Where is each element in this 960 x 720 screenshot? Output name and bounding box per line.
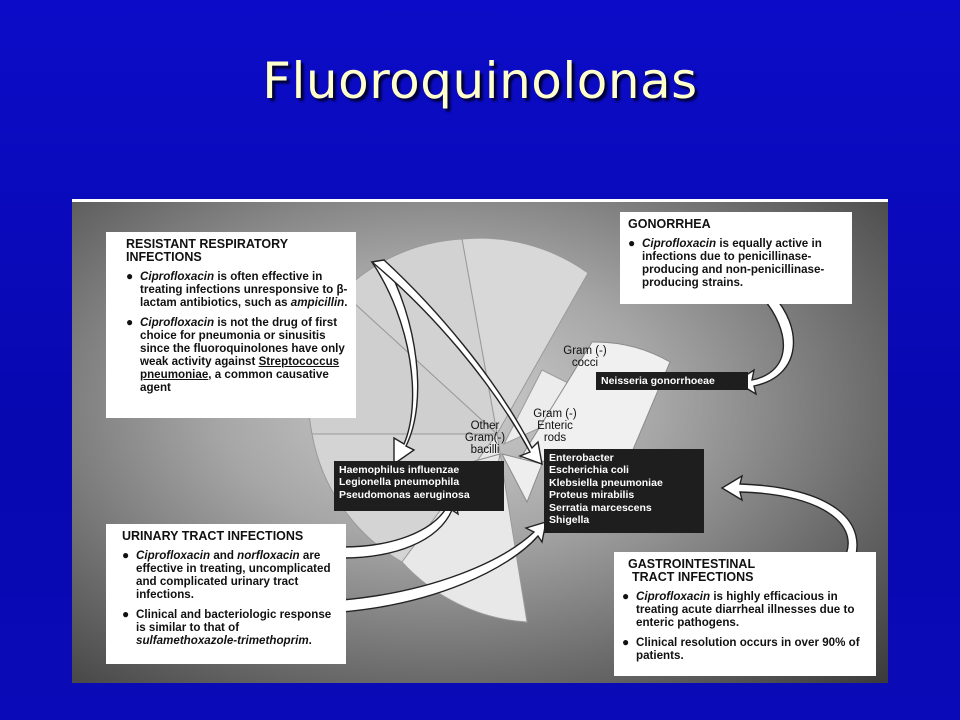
- respiratory-bullet-1: ● Ciprofloxacin is often effective in tr…: [126, 269, 348, 310]
- pie-label-line: Gram (-): [563, 345, 607, 357]
- gastro-heading-line1: GASTROINTESTINAL: [628, 557, 756, 571]
- pie-label-gram-neg-enteric: Gram (-) Enteric rods: [520, 408, 590, 444]
- bullet-text: Clinical resolution occurs in over 90% o…: [636, 636, 860, 662]
- pie-label-line: Gram(-): [464, 432, 506, 444]
- respiratory-bullet-2: ● Ciprofloxacin is not the drug of first…: [126, 315, 348, 395]
- drug-name: norfloxacin: [237, 549, 300, 562]
- respiratory-heading-line2: INFECTIONS: [126, 250, 202, 264]
- bullet-text: is equally active in infections due to p…: [642, 237, 825, 289]
- gastro-bullet-2: ● Clinical resolution occurs in over 90%…: [622, 635, 868, 663]
- gastro-heading: GASTROINTESTINAL TRACT INFECTIONS: [622, 558, 868, 584]
- bullet-icon: ●: [126, 315, 134, 329]
- drug-name: Ciprofloxacin: [642, 237, 717, 250]
- gonorrhea-bullet-1: ● Ciprofloxacin is equally active in inf…: [628, 236, 844, 290]
- pie-label-line: rods: [543, 432, 567, 444]
- organism-name: Streptococcus pneumoniae: [140, 355, 340, 381]
- bullet-text: and: [210, 549, 238, 562]
- slide-title: Fluoroquinolonas: [262, 52, 698, 110]
- gastro-heading-line2: TRACT INFECTIONS: [632, 570, 754, 584]
- pie-label-line: Gram (-): [533, 408, 577, 420]
- bullet-text: , a common causative agent: [140, 368, 329, 394]
- drug-name: Ciprofloxacin: [136, 549, 211, 562]
- urinary-tract-panel: URINARY TRACT INFECTIONS ● Ciprofloxacin…: [106, 524, 346, 664]
- drug-name: sulfamethoxazole-trimethoprim: [136, 634, 309, 647]
- pie-label-line: cocci: [571, 357, 599, 369]
- organism-name: Legionella pneumophila: [339, 476, 460, 489]
- diagram-figure: RESISTANT RESPIRATORY INFECTIONS ● Cipro…: [72, 199, 888, 683]
- urinary-heading: URINARY TRACT INFECTIONS: [122, 529, 304, 543]
- organism-name: Serratia marcescens: [549, 501, 652, 514]
- neisseria-box: Neisseria gonorrhoeae: [596, 372, 748, 391]
- bullet-icon: ●: [628, 236, 636, 250]
- bullet-text: is highly efficacious in treating acute …: [636, 590, 855, 629]
- organism-name: Pseudomonas aeruginosa: [339, 488, 470, 501]
- pie-label-other-gram-neg: Other Gram(-) bacilli: [450, 420, 520, 456]
- respiratory-infections-panel: RESISTANT RESPIRATORY INFECTIONS ● Cipro…: [106, 232, 356, 418]
- gram-neg-bacilli-box: Haemophilus influenzae Legionella pneumo…: [334, 461, 504, 511]
- bullet-text: Clinical and bacteriologic response is s…: [136, 608, 332, 634]
- organism-name: Escherichia coli: [549, 464, 629, 477]
- enteric-organisms-box: Enterobacter Escherichia coli Klebsiella…: [544, 449, 704, 533]
- bullet-text: is not the drug of first choice for pneu…: [140, 316, 345, 368]
- organism-name: Shigella: [549, 514, 590, 527]
- pie-label-gram-neg-cocci: Gram (-) cocci: [550, 345, 620, 369]
- drug-name: Ciprofloxacin: [636, 590, 711, 603]
- gastro-bullet-1: ● Ciprofloxacin is highly efficacious in…: [622, 589, 868, 630]
- bullet-icon: ●: [126, 269, 134, 283]
- gastrointestinal-panel: GASTROINTESTINAL TRACT INFECTIONS ● Cipr…: [614, 552, 876, 676]
- drug-name: Ciprofloxacin: [140, 270, 215, 283]
- bullet-icon: ●: [122, 548, 130, 562]
- bullet-text: are effective in treating, uncomplicated…: [136, 549, 331, 601]
- bullet-text: β-lactam antibiotics, such as: [140, 283, 348, 309]
- gonorrhea-heading: GONORRHEA: [628, 217, 711, 231]
- gonorrhea-panel: GONORRHEA ● Ciprofloxacin is equally act…: [620, 212, 852, 304]
- pie-label-line: bacilli: [470, 444, 500, 456]
- drug-name: Ciprofloxacin: [140, 316, 215, 329]
- bullet-text: .: [344, 296, 348, 309]
- bullet-text: is often effective in treating infection…: [140, 270, 337, 296]
- organism-name: Klebsiella pneumoniae: [549, 476, 663, 489]
- organism-name: Haemophilus influenzae: [339, 464, 460, 476]
- respiratory-heading-line1: RESISTANT RESPIRATORY: [126, 237, 289, 251]
- bullet-icon: ●: [122, 607, 130, 621]
- bullet-text: .: [308, 634, 312, 647]
- pie-label-line: Other: [470, 420, 500, 432]
- urinary-bullet-1: ● Ciprofloxacin and norfloxacin are effe…: [122, 548, 338, 602]
- organism-name: Proteus mirabilis: [549, 489, 635, 502]
- bullet-icon: ●: [622, 635, 630, 649]
- pie-label-line: Enteric: [537, 420, 573, 432]
- organism-name: Enterobacter: [549, 452, 614, 464]
- bullet-icon: ●: [622, 589, 630, 603]
- urinary-bullet-2: ● Clinical and bacteriologic response is…: [122, 607, 338, 648]
- drug-name: ampicillin: [290, 296, 345, 309]
- respiratory-heading: RESISTANT RESPIRATORY INFECTIONS: [126, 238, 348, 264]
